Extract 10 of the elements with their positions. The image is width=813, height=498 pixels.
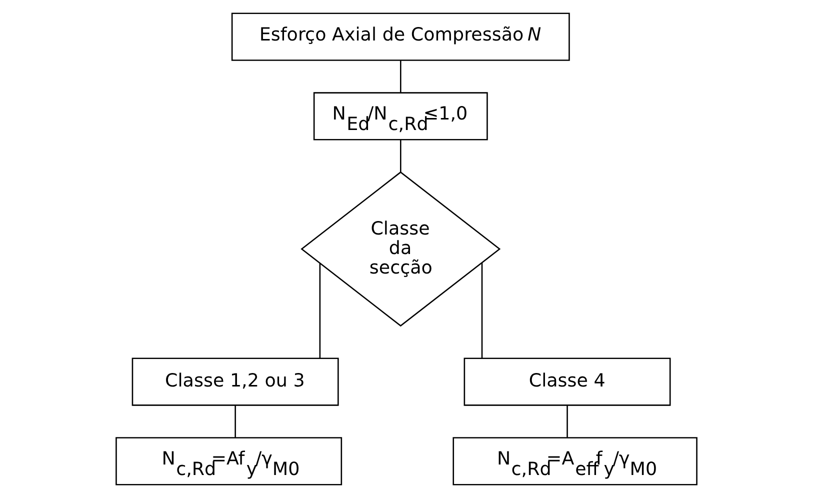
connector: [400, 60, 402, 92]
connector: [400, 140, 402, 172]
connector: [234, 406, 236, 438]
node-diamond: Classe da secção: [300, 171, 501, 327]
node-box: Esforço Axial de Compressão N: [231, 12, 570, 61]
connector: [319, 263, 321, 358]
connector: [481, 262, 483, 358]
connector: [566, 406, 568, 438]
node-box: Classe 1,2 ou 3: [132, 358, 339, 406]
node-box: Classe 4: [464, 358, 671, 406]
